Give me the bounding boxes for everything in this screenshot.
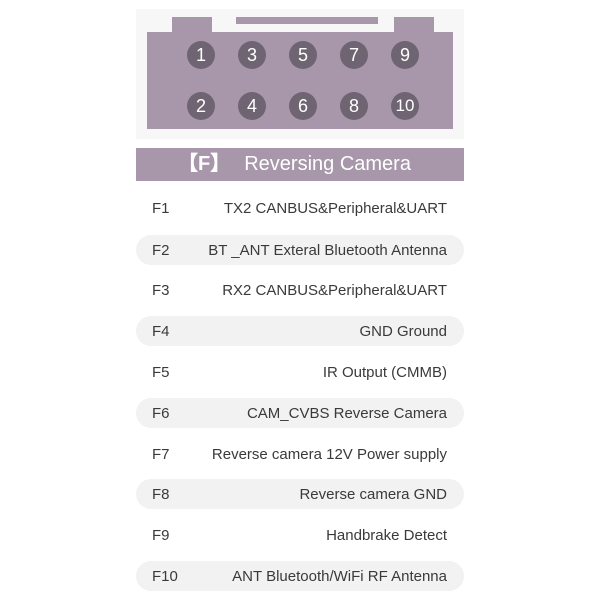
- connector-left-tab: [172, 17, 212, 32]
- pinout-row: F6 CAM_CVBS Reverse Camera: [136, 398, 464, 428]
- pinout-row: F7 Reverse camera 12V Power supply: [136, 439, 464, 469]
- pin-description: Reverse camera 12V Power supply: [211, 445, 447, 463]
- pin-description: ANT Bluetooth/WiFi RF Antenna: [232, 567, 447, 585]
- pin-code: F2: [152, 241, 170, 259]
- connector-right-tab: [394, 17, 434, 32]
- pinout-row: F1 TX2 CANBUS&Peripheral&UART: [136, 193, 464, 223]
- pin-3: 3: [238, 41, 266, 69]
- pin-4: 4: [238, 92, 266, 120]
- pin-description: BT _ANT Exteral Bluetooth Antenna: [208, 241, 447, 259]
- pin-description: GND Ground: [359, 322, 447, 340]
- pin-2: 2: [187, 92, 215, 120]
- pin-description: RX2 CANBUS&Peripheral&UART: [222, 281, 447, 299]
- pin-code: F1: [152, 199, 170, 217]
- pinout-row: F8 Reverse camera GND: [136, 479, 464, 509]
- pin-5: 5: [289, 41, 317, 69]
- connector-body: 1 3 5 7 9 2 4 6 8 10: [147, 32, 453, 129]
- pin-1: 1: [187, 41, 215, 69]
- connector-diagram: 1 3 5 7 9 2 4 6 8 10: [136, 9, 464, 139]
- pin-description: IR Output (CMMB): [322, 363, 447, 381]
- pin-description: CAM_CVBS Reverse Camera: [246, 404, 447, 422]
- pin-code: F5: [152, 363, 170, 381]
- pin-code: F6: [152, 404, 170, 422]
- connector-key-slot: [236, 17, 378, 24]
- section-title: Reversing Camera: [244, 153, 411, 175]
- section-code: 【F】: [178, 153, 231, 175]
- pinout-row: F2 BT _ANT Exteral Bluetooth Antenna: [136, 235, 464, 265]
- pin-code: F7: [152, 445, 170, 463]
- pinout-row: F5 IR Output (CMMB): [136, 357, 464, 387]
- pin-description: Reverse camera GND: [299, 485, 447, 503]
- pin-code: F9: [152, 526, 170, 544]
- pin-description: TX2 CANBUS&Peripheral&UART: [223, 199, 447, 217]
- pin-code: F10: [152, 567, 178, 585]
- pin-7: 7: [340, 41, 368, 69]
- pin-code: F8: [152, 485, 170, 503]
- pinout-row: F9 Handbrake Detect: [136, 520, 464, 550]
- pinout-row: F10 ANT Bluetooth/WiFi RF Antenna: [136, 561, 464, 591]
- pin-code: F3: [152, 281, 170, 299]
- pin-6: 6: [289, 92, 317, 120]
- section-header: 【F】 Reversing Camera: [136, 148, 464, 181]
- pinout-row: F3 RX2 CANBUS&Peripheral&UART: [136, 275, 464, 305]
- pin-description: Handbrake Detect: [326, 526, 447, 544]
- pin-8: 8: [340, 92, 368, 120]
- pin-10: 10: [391, 92, 419, 120]
- pin-code: F4: [152, 322, 170, 340]
- pin-9: 9: [391, 41, 419, 69]
- pinout-row: F4 GND Ground: [136, 316, 464, 346]
